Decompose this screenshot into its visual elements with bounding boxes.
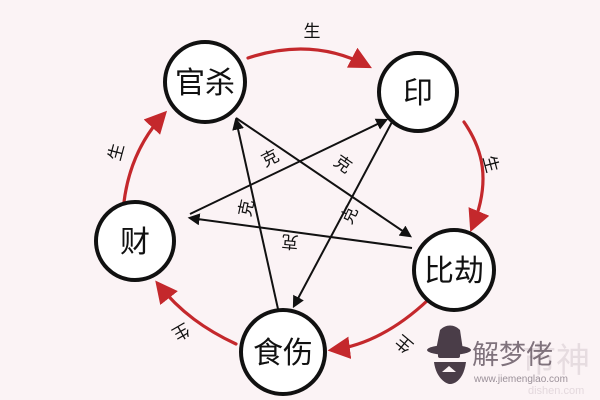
control-arrow-shishang-guansha [232, 117, 281, 319]
generate-arrow-yin-bijie [462, 120, 490, 233]
control-arrow-cai-yin [189, 118, 389, 215]
label-generate-cai-guansha: 生 [105, 141, 129, 163]
generate-arrow-bijie-shishang [327, 298, 430, 359]
label-generate-bijie-shishang: 生 [392, 330, 418, 356]
label-control-guansha-bijie: 克 [330, 152, 355, 178]
watermark-faint-brand: 市神 [522, 341, 590, 381]
generate-cycle [122, 47, 490, 359]
control-arrow-bijie-cai [187, 213, 413, 249]
watermark-url: www.jiemenglao.com [473, 374, 568, 385]
control-arrow-yin-shishang [292, 121, 393, 309]
watermark-brand: 解梦佬 [472, 340, 553, 371]
label-generate-yin-bijie: 生 [478, 153, 502, 175]
watermark-faint-url: dishen.com [528, 385, 584, 397]
node-yin: 印 [377, 51, 459, 133]
generate-arrow-shishang-cai [155, 280, 238, 346]
label-generate-shishang-cai: 生 [168, 318, 193, 344]
generate-arrow-cai-guansha [122, 110, 168, 204]
control-star [187, 117, 413, 319]
node-label-shishang: 食伤 [253, 336, 313, 371]
node-guansha: 官杀 [163, 40, 247, 124]
label-generate-guansha-yin: 生 [304, 22, 321, 42]
label-control-yin-shishang: 克 [337, 203, 362, 227]
watermark: 市神 dishen.com 解梦佬 www.jiemenglao.com [427, 325, 590, 397]
control-arrow-guansha-bijie [235, 117, 412, 238]
node-cai: 财 [94, 200, 176, 282]
label-control-cai-yin: 克 [258, 146, 282, 172]
watermark-mascot-icon [427, 325, 471, 384]
node-label-bijie: 比劫 [424, 254, 484, 289]
node-label-guansha: 官杀 [175, 66, 235, 101]
node-bijie: 比劫 [412, 228, 496, 312]
node-label-cai: 财 [120, 225, 150, 260]
node-shishang: 食伤 [239, 308, 327, 396]
generate-arrow-guansha-yin [246, 47, 372, 69]
label-control-shishang-guansha: 克 [235, 198, 258, 219]
label-control-bijie-cai: 克 [281, 230, 300, 251]
node-label-yin: 印 [403, 76, 433, 111]
